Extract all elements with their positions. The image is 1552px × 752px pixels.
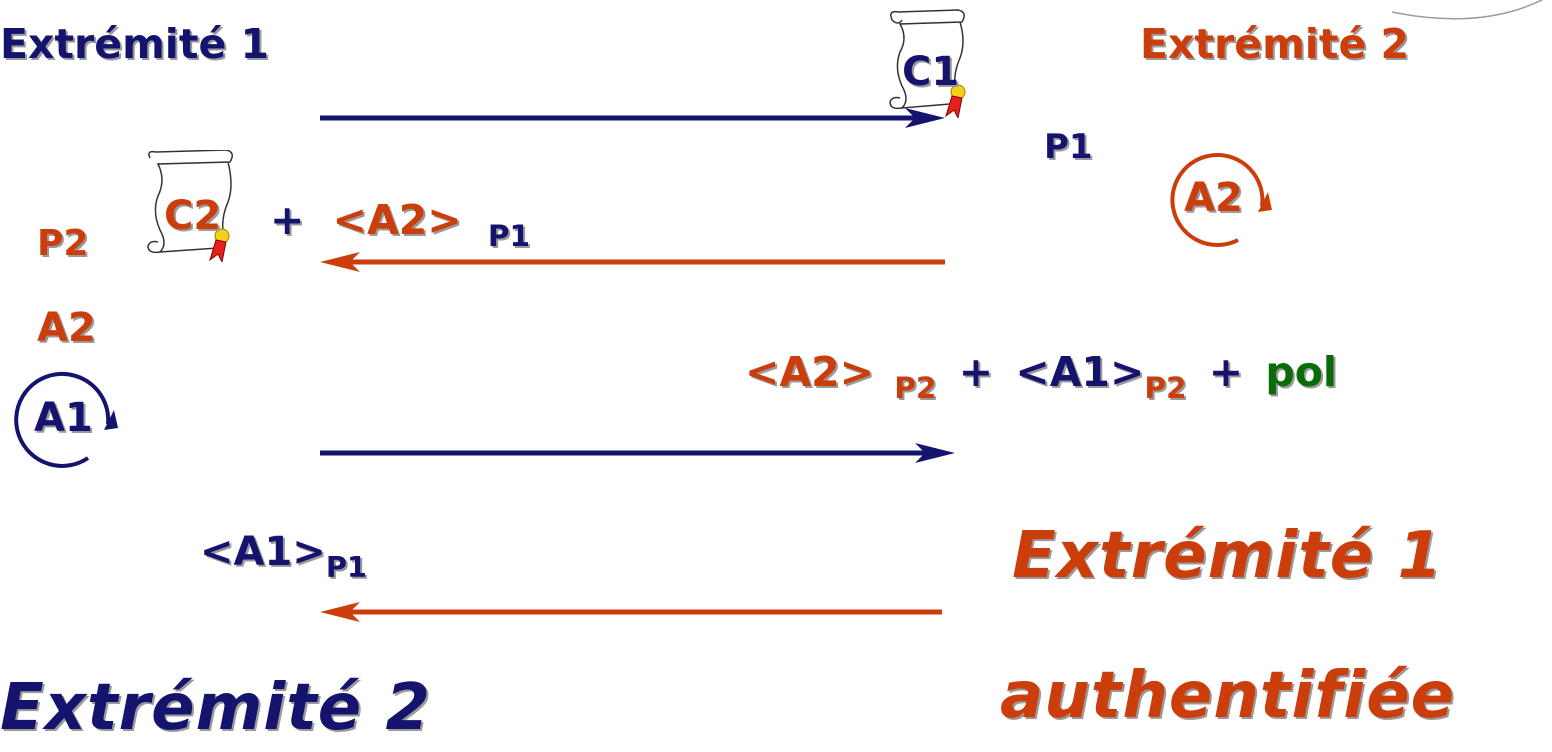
endpoint2-header: Extrémité 2	[1140, 20, 1410, 68]
message-3-key1: P2	[894, 371, 937, 406]
certificate-c2-label: C2	[164, 193, 222, 239]
message-4-token: <A1>	[200, 529, 326, 575]
a2-rotation-icon	[1170, 153, 1265, 247]
endpoint1-header: Extrémité 1	[0, 20, 270, 68]
key-p1-label: P1	[1044, 127, 1093, 167]
message-3: <A2> P2 + <A1>P2 + pol	[745, 352, 1337, 404]
certificate-c1-label: C1	[902, 49, 960, 95]
certificate-c1: C1	[880, 8, 972, 120]
message-3-plus2: +	[1208, 348, 1244, 396]
a1-rotation-icon	[14, 372, 111, 468]
message-2: + <A2> P1	[270, 200, 530, 252]
message-3-key2: P2	[1144, 371, 1187, 406]
arrow-msg2-head	[320, 252, 360, 272]
scroll-icon	[147, 149, 233, 264]
message-3-token1: <A2>	[745, 348, 874, 396]
message-3-plus1: +	[958, 348, 994, 396]
a2-rotation-arrowhead	[1258, 192, 1272, 212]
a1-rotation-arrowhead	[104, 410, 118, 430]
top-circle-decoration	[1391, 0, 1543, 20]
message-4-key: P1	[325, 550, 367, 585]
message-2-plus: +	[270, 196, 305, 244]
result-endpoint1-authenticated: Extrémité 1	[1012, 519, 1443, 593]
arrow-msg1-head	[905, 108, 945, 128]
result-authenticated-word: authentifiée	[1000, 659, 1455, 733]
message-3-token2: <A1>	[1015, 348, 1145, 396]
arrow-msg3-head	[915, 443, 955, 463]
message-2-key: P1	[487, 219, 531, 254]
message-4: <A1>P1	[200, 529, 367, 581]
certificate-c2: C2	[142, 149, 238, 264]
arrow-msg4-head	[320, 602, 360, 622]
message-2-token: <A2>	[332, 196, 462, 244]
key-p2-label: P2	[37, 223, 89, 264]
a2-received-label: A2	[37, 305, 96, 351]
a2-circle-label: A2	[1184, 175, 1243, 221]
a1-circle-label: A1	[34, 395, 93, 441]
message-3-policy: pol	[1265, 348, 1337, 396]
result-endpoint2: Extrémité 2	[0, 671, 431, 745]
scroll-icon	[889, 9, 966, 120]
